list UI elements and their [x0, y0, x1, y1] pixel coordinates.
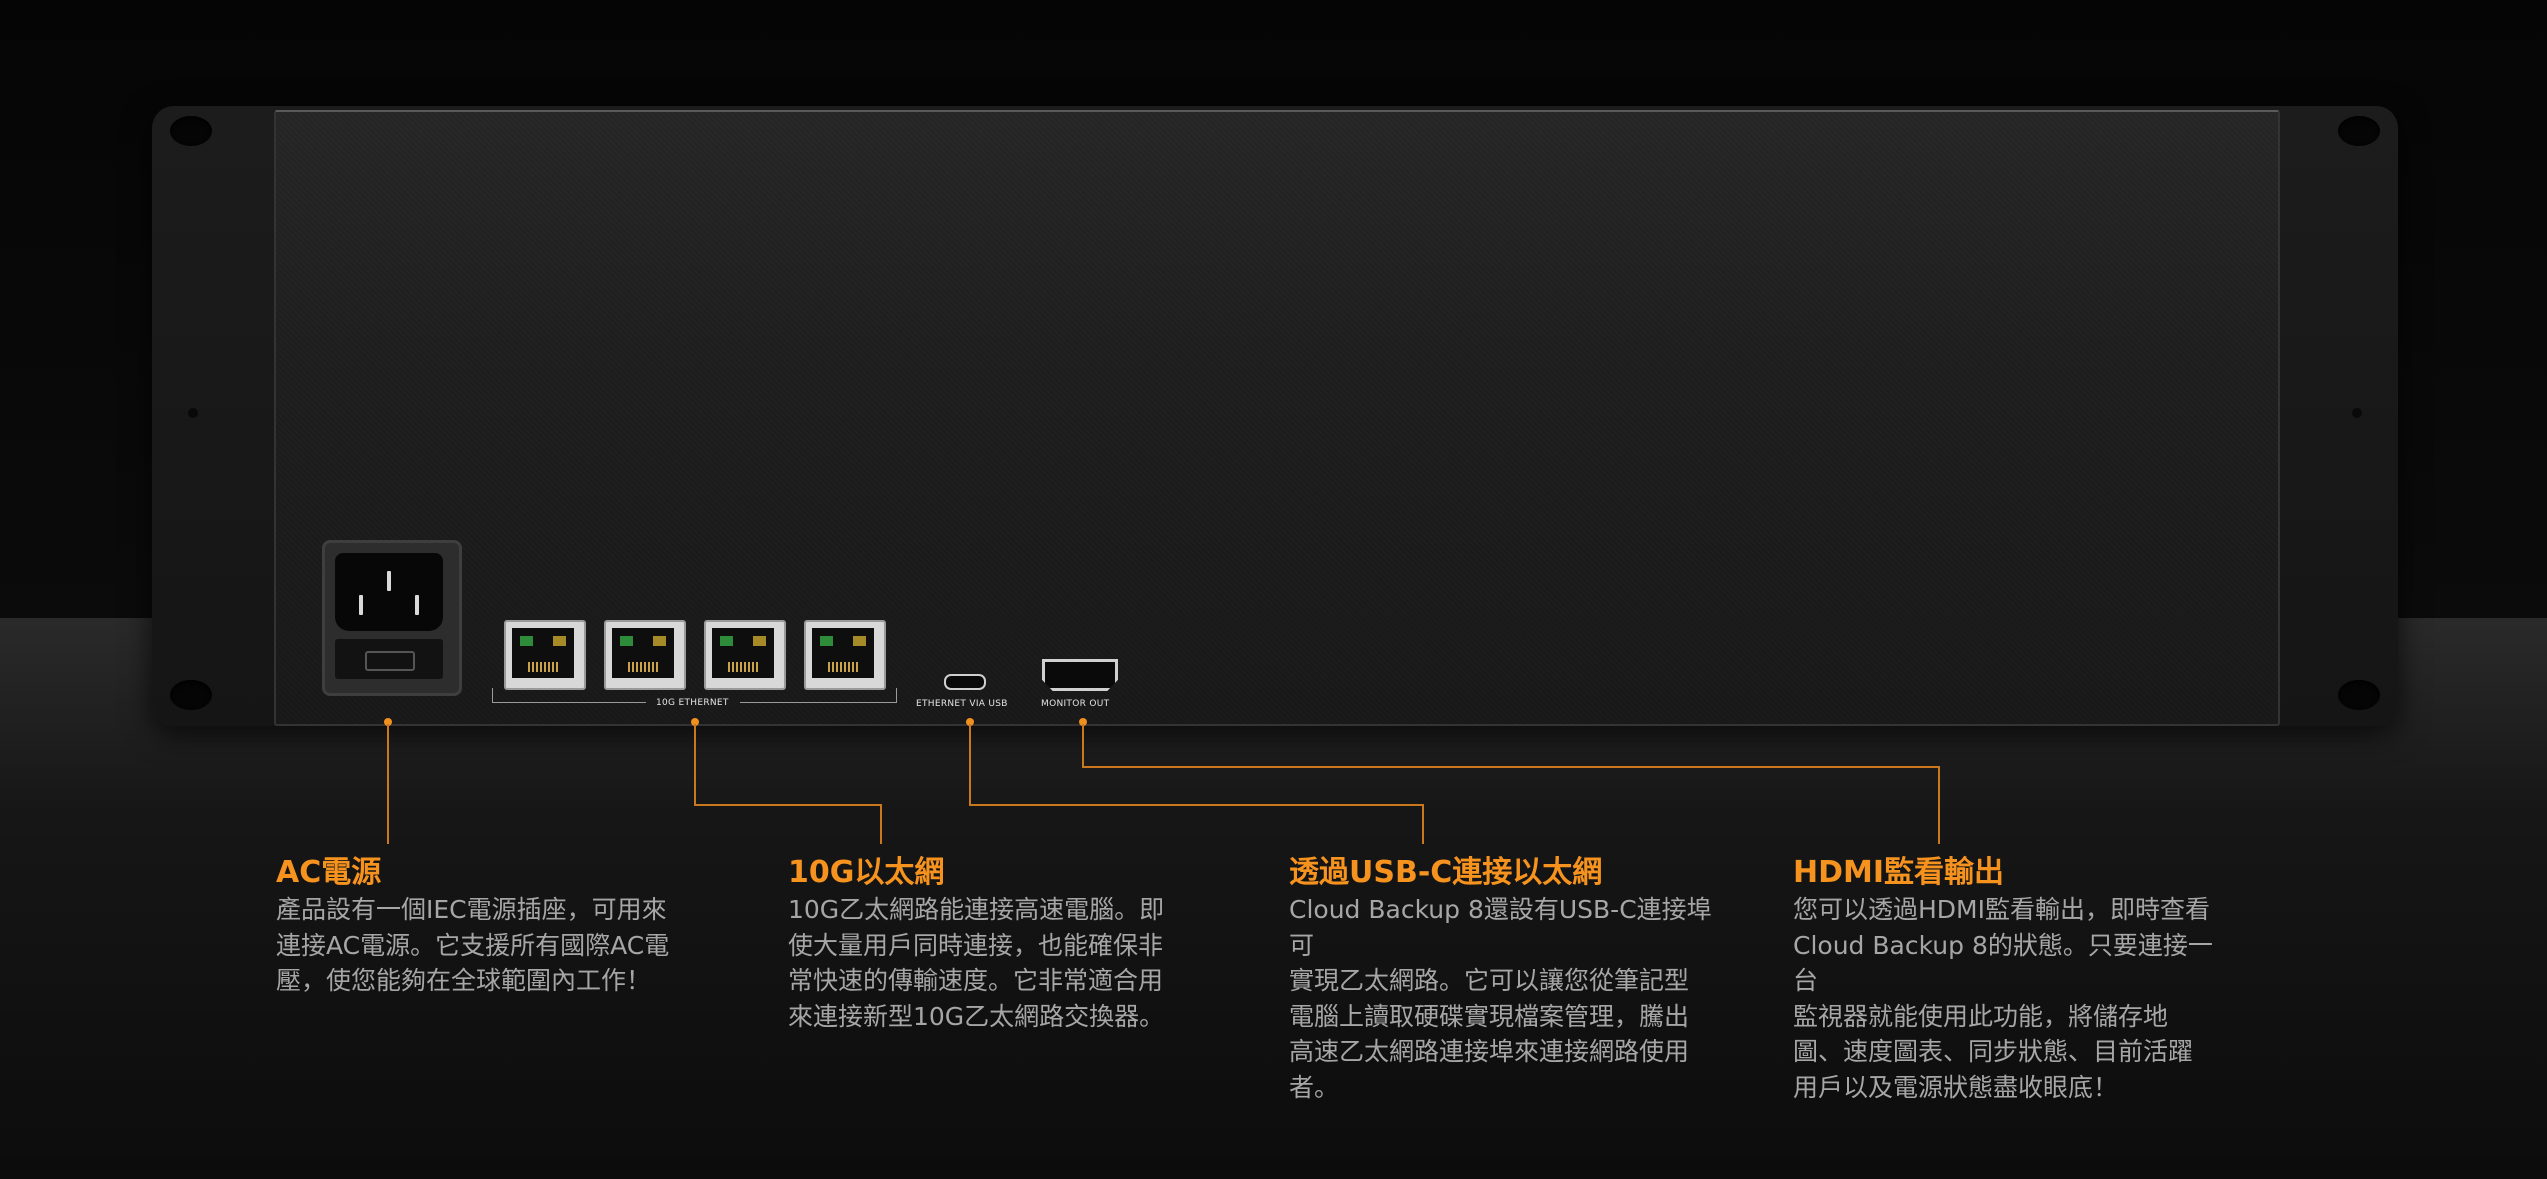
feature-title: 10G以太網	[788, 855, 945, 890]
hdmi-port	[1042, 659, 1118, 691]
feature-10g-ethernet: 10G以太網 10G乙太網路能連接高速電腦。即 使大量用戶同時連接，也能確保非 …	[788, 854, 1228, 1034]
callout-line-ac	[387, 724, 389, 844]
fuse-holder	[335, 639, 443, 679]
feature-description: Cloud Backup 8還設有USB-C連接埠可 實現乙太網路。它可以讓您從…	[1289, 895, 1712, 1102]
feature-description: 產品設有一個IEC電源插座，可用來 連接AC電源。它支援所有國際AC電 壓，使您…	[276, 895, 670, 995]
usb-c-port	[944, 674, 986, 690]
feature-hdmi-monitor-out: HDMI監看輸出 您可以透過HDMI監看輸出，即時查看 Cloud Backup…	[1793, 854, 2233, 1105]
callout-dot-usbc	[966, 718, 974, 726]
ethernet-via-usb-label: ETHERNET VIA USB	[916, 699, 1008, 709]
rack-ear-hole-top-left	[170, 116, 212, 146]
ethernet-10g-label: 10G ETHERNET	[656, 698, 729, 708]
feature-title: 透過USB-C連接以太網	[1289, 855, 1603, 890]
callout-line-hdmi	[1082, 724, 1084, 768]
callout-dot-ac	[384, 718, 392, 726]
rack-ear-hole-bottom-left	[170, 680, 212, 710]
monitor-out-label: MONITOR OUT	[1041, 699, 1110, 709]
ac-power-inlet	[322, 540, 462, 696]
feature-title: HDMI監看輸出	[1793, 855, 2005, 890]
feature-description: 10G乙太網路能連接高速電腦。即 使大量用戶同時連接，也能確保非 常快速的傳輸速…	[788, 895, 1165, 1031]
ethernet-port-4	[804, 620, 886, 690]
feature-title: AC電源	[276, 855, 382, 890]
callout-dot-hdmi	[1079, 718, 1087, 726]
ethernet-port-3	[704, 620, 786, 690]
iec-socket	[335, 553, 443, 631]
feature-description: 您可以透過HDMI監看輸出，即時查看 Cloud Backup 8的狀態。只要連…	[1793, 895, 2213, 1102]
rack-ear-hole-top-right	[2338, 116, 2380, 146]
rack-ear-screw-right	[2352, 408, 2362, 418]
callout-line-usbc	[969, 724, 971, 806]
feature-ac-power: AC電源 產品設有一個IEC電源插座，可用來 連接AC電源。它支援所有國際AC電…	[276, 854, 716, 999]
rack-ear-screw-left	[188, 408, 198, 418]
rack-ear-hole-bottom-right	[2338, 680, 2380, 710]
feature-ethernet-via-usb-c: 透過USB-C連接以太網 Cloud Backup 8還設有USB-C連接埠可 …	[1289, 854, 1729, 1105]
ethernet-port-1	[504, 620, 586, 690]
callout-dot-10g	[691, 718, 699, 726]
ethernet-port-2	[604, 620, 686, 690]
callout-line-10g	[694, 724, 696, 806]
